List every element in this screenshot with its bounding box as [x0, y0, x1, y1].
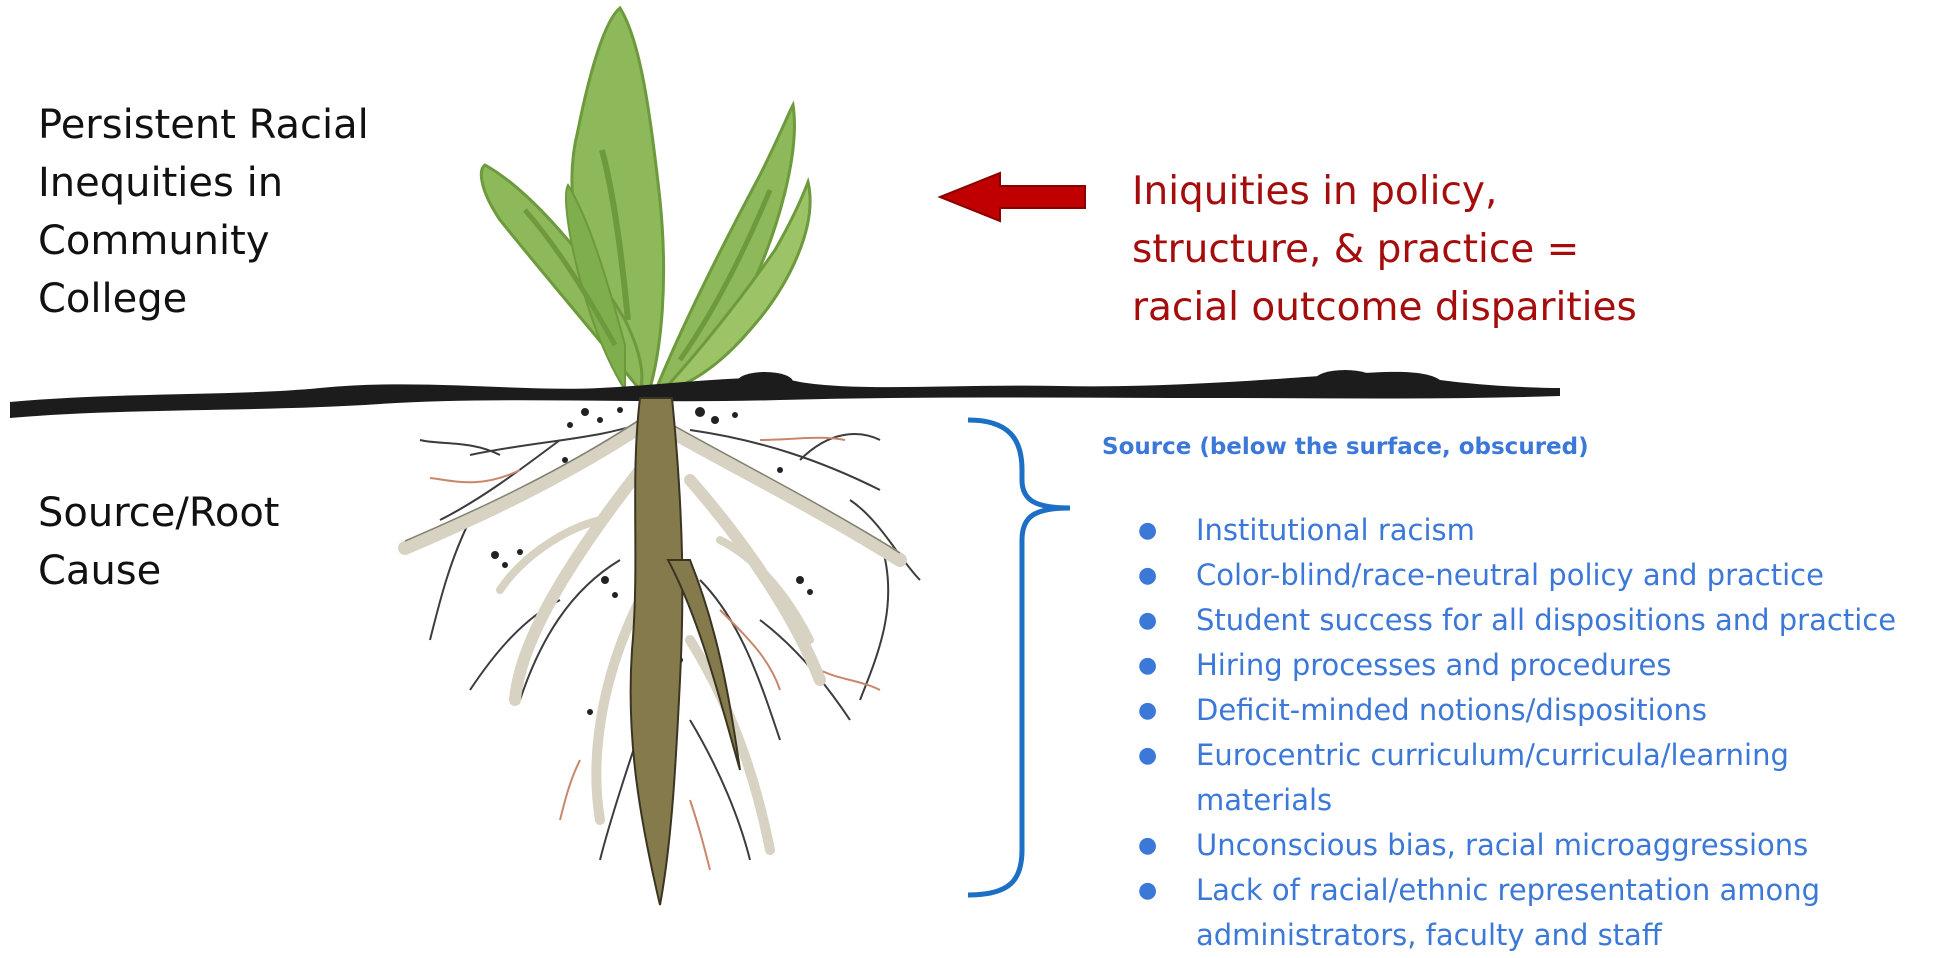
bullet-icon: ●: [1138, 733, 1157, 778]
list-item: ● Lack of racial/ethnic representation am…: [1110, 868, 1930, 958]
list-item-text: Institutional racism: [1196, 513, 1475, 547]
list-item-text: Student success for all dispositions and…: [1196, 603, 1896, 637]
bullet-icon: ●: [1138, 598, 1157, 643]
bullet-icon: ●: [1138, 868, 1157, 913]
inequity-outcome-text: Iniquities in policy, structure, & pract…: [1132, 163, 1637, 337]
list-item: ● Eurocentric curriculum/curricula/learni…: [1110, 733, 1930, 823]
bullet-icon: ●: [1138, 688, 1157, 733]
list-item: ● Deficit-minded notions/dispositions: [1110, 688, 1930, 733]
list-item: ● Color-blind/race-neutral policy and pra…: [1110, 553, 1930, 598]
list-item-text: Deficit-minded notions/dispositions: [1196, 693, 1707, 727]
ground-line: [10, 370, 1560, 418]
list-item-text: Lack of racial/ethnic representation amo…: [1196, 873, 1820, 952]
main-root: [631, 398, 740, 905]
list-item: ● Student success for all dispositions an…: [1110, 598, 1930, 643]
plant-leaves: [481, 8, 810, 395]
bullet-icon: ●: [1138, 508, 1157, 553]
list-item: ● Hiring processes and procedures: [1110, 643, 1930, 688]
bullet-icon: ●: [1138, 823, 1157, 868]
list-item-text: Eurocentric curriculum/curricula/learnin…: [1196, 738, 1789, 817]
source-heading: Source (below the surface, obscured): [1102, 434, 1589, 460]
bullet-icon: ●: [1138, 553, 1157, 598]
list-item-text: Unconscious bias, racial microaggression…: [1196, 828, 1808, 862]
left-arrow-icon: [940, 173, 1085, 221]
bullet-icon: ●: [1138, 643, 1157, 688]
curly-brace-icon: [968, 420, 1070, 895]
list-item-text: Color-blind/race-neutral policy and prac…: [1196, 558, 1824, 592]
root-cause-list: ● Institutional racism ● Color-blind/race-…: [1110, 508, 1930, 958]
list-item: ● Institutional racism: [1110, 508, 1930, 553]
list-item: ● Unconscious bias, racial microaggressio…: [1110, 823, 1930, 868]
list-item-text: Hiring processes and procedures: [1196, 648, 1671, 682]
